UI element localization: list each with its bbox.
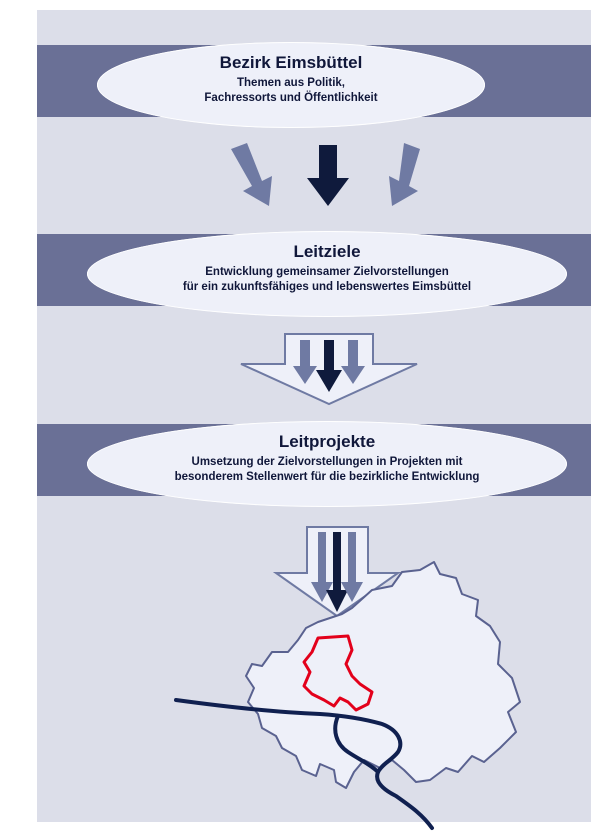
- stage-2-subtitle-line-2: für ein zukunftsfähiges und lebenswertes…: [182, 281, 472, 293]
- arrow-left-small-icon: [293, 340, 317, 384]
- arrows-group-2: [240, 333, 418, 406]
- city-map: [174, 561, 521, 830]
- river-branch: [333, 714, 380, 774]
- arrow-right-icon: [389, 143, 420, 206]
- stage-1-title: Bezirk Eimsbüttel: [219, 53, 363, 72]
- stage-3-subtitle-line-2: besonderem Stellenwert für die bezirklic…: [174, 471, 480, 483]
- arrow-right-small-icon: [341, 340, 365, 384]
- stage-1-ellipse: Bezirk Eimsbüttel Themen aus Politik, Fa…: [97, 42, 485, 128]
- river-elbe: [174, 698, 434, 830]
- stage-3-subtitle-line-1: Umsetzung der Zielvorstellungen in Proje…: [191, 456, 463, 468]
- arrow-center-long-icon: [326, 532, 348, 612]
- stage-3-ellipse: Leitprojekte Umsetzung der Zielvorstellu…: [87, 421, 567, 507]
- district-eimsbuettel-outline: [302, 634, 374, 712]
- arrow-right-long-icon: [341, 532, 363, 602]
- arrow-center-icon: [307, 145, 349, 206]
- arrow-center-small-icon: [316, 340, 342, 392]
- stage-2-ellipse: Leitziele Entwicklung gemeinsamer Zielvo…: [87, 231, 567, 317]
- stage-2-subtitle-line-1: Entwicklung gemeinsamer Zielvorstellunge…: [205, 266, 449, 278]
- stage-1-subtitle-line-1: Themen aus Politik,: [237, 77, 345, 89]
- stage-2-title: Leitziele: [293, 242, 361, 261]
- stage-1-subtitle-line-2: Fachressorts und Öffentlichkeit: [204, 92, 378, 104]
- arrow-left-long-icon: [311, 532, 333, 602]
- arrows-group-1: [231, 143, 420, 206]
- stage-3-title: Leitprojekte: [278, 432, 376, 451]
- city-outline-icon: [245, 561, 521, 789]
- arrow-left-icon: [231, 143, 272, 206]
